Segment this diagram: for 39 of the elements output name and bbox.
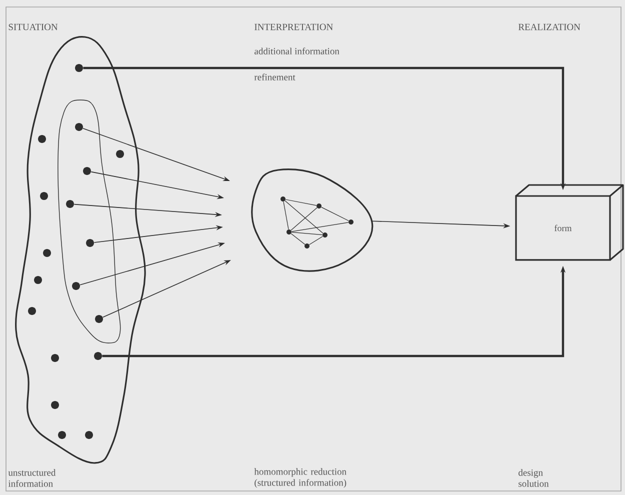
dot: [86, 238, 94, 247]
dot: [28, 307, 36, 315]
caption-text: INTERPRETATION: [254, 24, 333, 30]
region-outline: [15, 36, 146, 464]
dot: [75, 64, 83, 72]
region-outline: [58, 100, 121, 344]
graph-line: [321, 206, 349, 222]
dot: [58, 430, 66, 439]
graph-line: [290, 233, 306, 245]
graph-line: [291, 222, 349, 232]
dot: [51, 354, 59, 362]
caption-text: unstructured information: [8, 469, 56, 487]
caption-text: refinement: [254, 74, 296, 80]
dot: [116, 150, 124, 158]
dot: [43, 249, 51, 257]
caption-text: homomorphic reduction (structured information): [254, 468, 346, 488]
caption-text: additional information: [254, 48, 340, 54]
dot: [75, 123, 83, 131]
dot: [66, 200, 74, 208]
graph-line: [285, 199, 317, 206]
caption-text: design solution: [518, 469, 549, 487]
dot: [34, 276, 42, 284]
dot: [94, 352, 102, 360]
dot: [83, 167, 91, 175]
graph-line: [283, 201, 289, 230]
dot: [40, 192, 48, 200]
graph-line: [290, 207, 318, 231]
caption-text: SITUATION: [8, 24, 58, 30]
dot: [38, 135, 46, 143]
dot: [85, 430, 93, 439]
dot: [72, 282, 80, 290]
graph-line: [284, 200, 324, 234]
caption-text: REALIZATION: [518, 24, 580, 30]
dot: [95, 315, 103, 323]
graph-line: [291, 232, 323, 236]
form-box: form: [515, 184, 624, 261]
graph-region: [251, 168, 374, 272]
graph-line: [309, 236, 323, 245]
dot: [51, 400, 59, 409]
